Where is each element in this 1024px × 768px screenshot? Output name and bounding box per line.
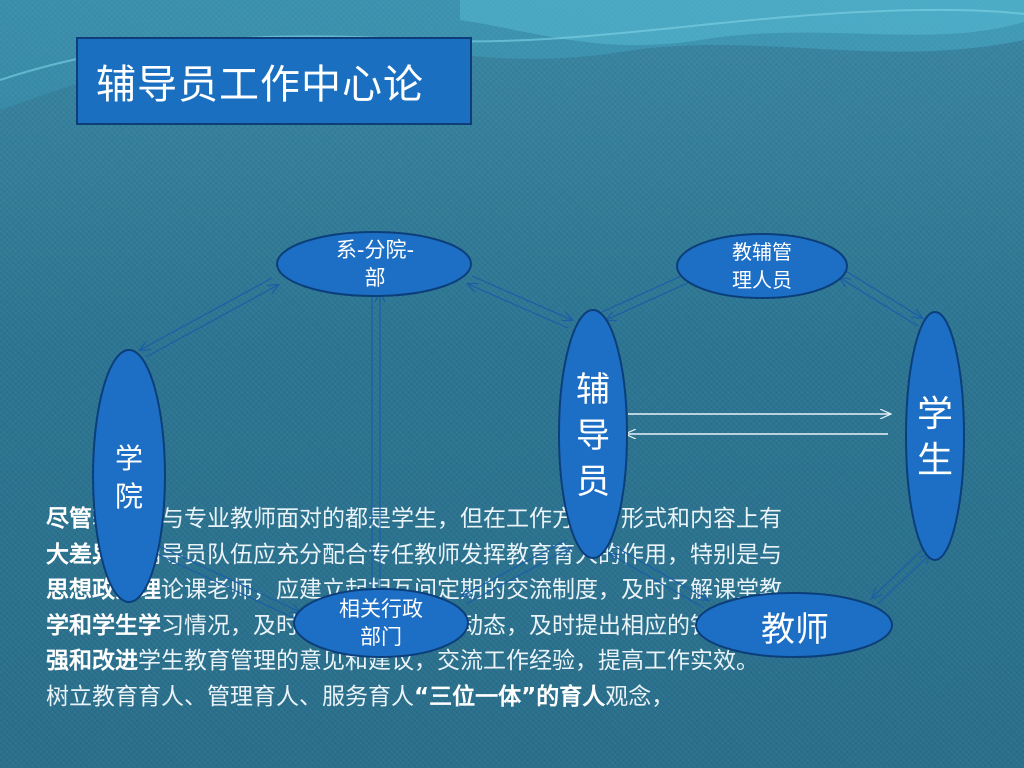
node-dept-label-2: 部: [364, 266, 386, 290]
decorative-waves: [0, 0, 1024, 110]
node-student-char-1: 学: [916, 394, 953, 435]
counselor-student-arrows: [626, 414, 890, 434]
node-admin-staff-label-2: 理人员: [732, 268, 792, 292]
node-admin-staff-label: 教辅管 理人员: [680, 236, 844, 296]
node-college-char-2: 院: [114, 480, 143, 513]
node-admin-dept-label-2: 部门: [360, 625, 402, 649]
node-dept: [276, 231, 472, 297]
node-student-char-2: 生: [916, 440, 953, 481]
body-line-6-text: 树立教育育人、管理育人、服务育人: [46, 683, 414, 710]
body-line-6: 树立教育育人、管理育人、服务育人“三位一体”的育人观念，: [46, 680, 966, 716]
body-line-2-text: 。辅导员队伍应充分配合专任教师发挥教育育人的作用，特别是与: [115, 541, 782, 568]
node-counselor-char-2: 导: [576, 416, 610, 456]
body-line-1-bold: 尽管: [46, 506, 92, 532]
node-counselor-char-1: 辅: [576, 370, 610, 410]
node-dept-label: 系-分院- 部: [280, 232, 470, 296]
body-line-6-bold: “三位一体”的育人: [414, 683, 606, 710]
body-line-6-end: 观念，: [605, 683, 675, 710]
node-college-label: 学 院: [95, 438, 163, 518]
body-line-5-text: 学生教育管理的意见和建议，交流工作经验，提高工作实效。: [138, 648, 759, 674]
node-student: [905, 311, 965, 561]
body-line-1: 尽管辅导员与专业教师面对的都是学生，但在工作方法、形式和内容上有: [46, 502, 966, 538]
node-admin-dept-label: 相关行政 部门: [296, 592, 466, 654]
connector-arrows: [140, 269, 930, 621]
node-counselor-char-3: 员: [576, 462, 610, 502]
node-admin-dept: [293, 588, 469, 658]
body-line-5: 强和改进学生教育管理的意见和建议，交流工作经验，提高工作实效。: [46, 644, 966, 680]
body-line-5-bold: 强和改进: [46, 648, 138, 674]
title-box: 辅导员工作中心论: [76, 37, 472, 125]
node-teacher-text: 教师: [761, 609, 829, 650]
node-teacher: [695, 592, 893, 658]
node-college-char-1: 学: [114, 442, 143, 475]
body-line-4-bold: 学和学生学: [46, 612, 161, 639]
page-title: 辅导员工作中心论: [96, 62, 424, 108]
node-admin-dept-label-1: 相关行政: [339, 597, 423, 621]
node-counselor-label: 辅 导 员: [560, 364, 626, 508]
node-counselor: [558, 309, 628, 559]
node-admin-staff-label-1: 教辅管: [732, 240, 792, 264]
node-admin-staff: [676, 233, 848, 299]
node-student-label: 学 生: [906, 390, 964, 486]
node-college: [92, 349, 166, 603]
node-dept-label-1: 系-分院-: [335, 238, 415, 262]
body-line-1-text: 辅导员与专业教师面对的都是学生，但在工作方法、形式和内容上有: [92, 506, 782, 532]
node-teacher-label: 教师: [698, 596, 892, 656]
